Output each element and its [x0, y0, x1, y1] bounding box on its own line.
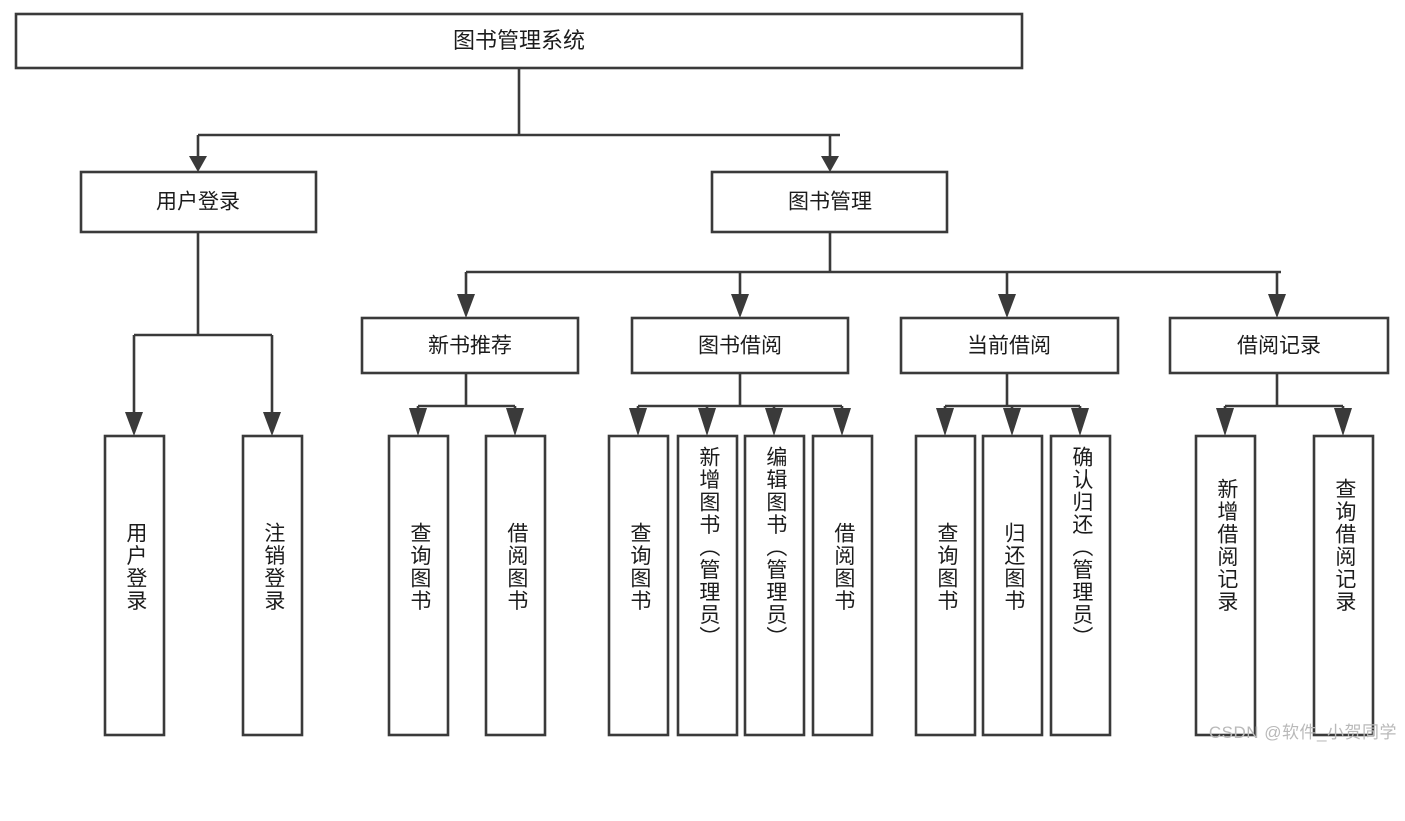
leaf-box-borrow-book-1[interactable]	[484, 434, 547, 737]
node-book-manage[interactable]: 图书管理	[710, 170, 949, 234]
leaf-box-user-login[interactable]	[103, 434, 166, 737]
node-borrow-record[interactable]: 借阅记录	[1168, 316, 1390, 375]
connector-currentborrow-to-leaves	[936, 373, 1089, 436]
connector-root-to-level2	[189, 68, 840, 172]
node-borrow-record-label: 借阅记录	[1237, 335, 1321, 358]
node-new-book-rec-label: 新书推荐	[428, 335, 512, 358]
connector-newbook-to-leaves	[409, 373, 524, 436]
node-book-borrow[interactable]: 图书借阅	[630, 316, 850, 375]
node-root[interactable]: 图书管理系统	[14, 12, 1024, 70]
node-current-borrow-label: 当前借阅	[967, 335, 1051, 358]
connector-userlogin-to-leaves	[125, 232, 281, 436]
leaf-box-query-book-2[interactable]	[607, 434, 670, 737]
connector-bookmanage-to-level3	[457, 232, 1286, 318]
connector-bookborrow-to-leaves	[629, 373, 851, 436]
hierarchy-diagram: 图书管理系统 用户登录 图书管理 新书推荐 图书借阅 当前借阅 借阅记录	[14, 12, 1390, 737]
leaf-box-return-book[interactable]	[981, 434, 1044, 737]
node-user-login-label: 用户登录	[156, 191, 240, 214]
leaf-box-edit-book[interactable]	[743, 434, 806, 737]
leaf-box-add-book[interactable]	[676, 434, 739, 737]
connector-borrowrecord-to-leaves	[1216, 373, 1352, 436]
leaf-box-confirm-return[interactable]	[1049, 434, 1112, 737]
leaf-box-query-record[interactable]	[1312, 434, 1375, 737]
leaf-box-user-logout[interactable]	[241, 434, 304, 737]
node-current-borrow[interactable]: 当前借阅	[899, 316, 1120, 375]
node-root-label: 图书管理系统	[453, 28, 585, 53]
leaf-box-query-book-1[interactable]	[387, 434, 450, 737]
node-book-manage-label: 图书管理	[788, 191, 872, 214]
leaf-box-add-record[interactable]	[1194, 434, 1257, 737]
leaf-box-query-book-3[interactable]	[914, 434, 977, 737]
flowchart-canvas: 图书管理系统 用户登录 图书管理 新书推荐 图书借阅 当前借阅 借阅记录	[14, 12, 1397, 742]
node-user-login[interactable]: 用户登录	[79, 170, 318, 234]
leaf-box-borrow-book-2[interactable]	[811, 434, 874, 737]
node-book-borrow-label: 图书借阅	[698, 335, 782, 358]
node-new-book-rec[interactable]: 新书推荐	[360, 316, 580, 375]
csdn-watermark: CSDN @软件_小贺同学	[1208, 723, 1397, 742]
